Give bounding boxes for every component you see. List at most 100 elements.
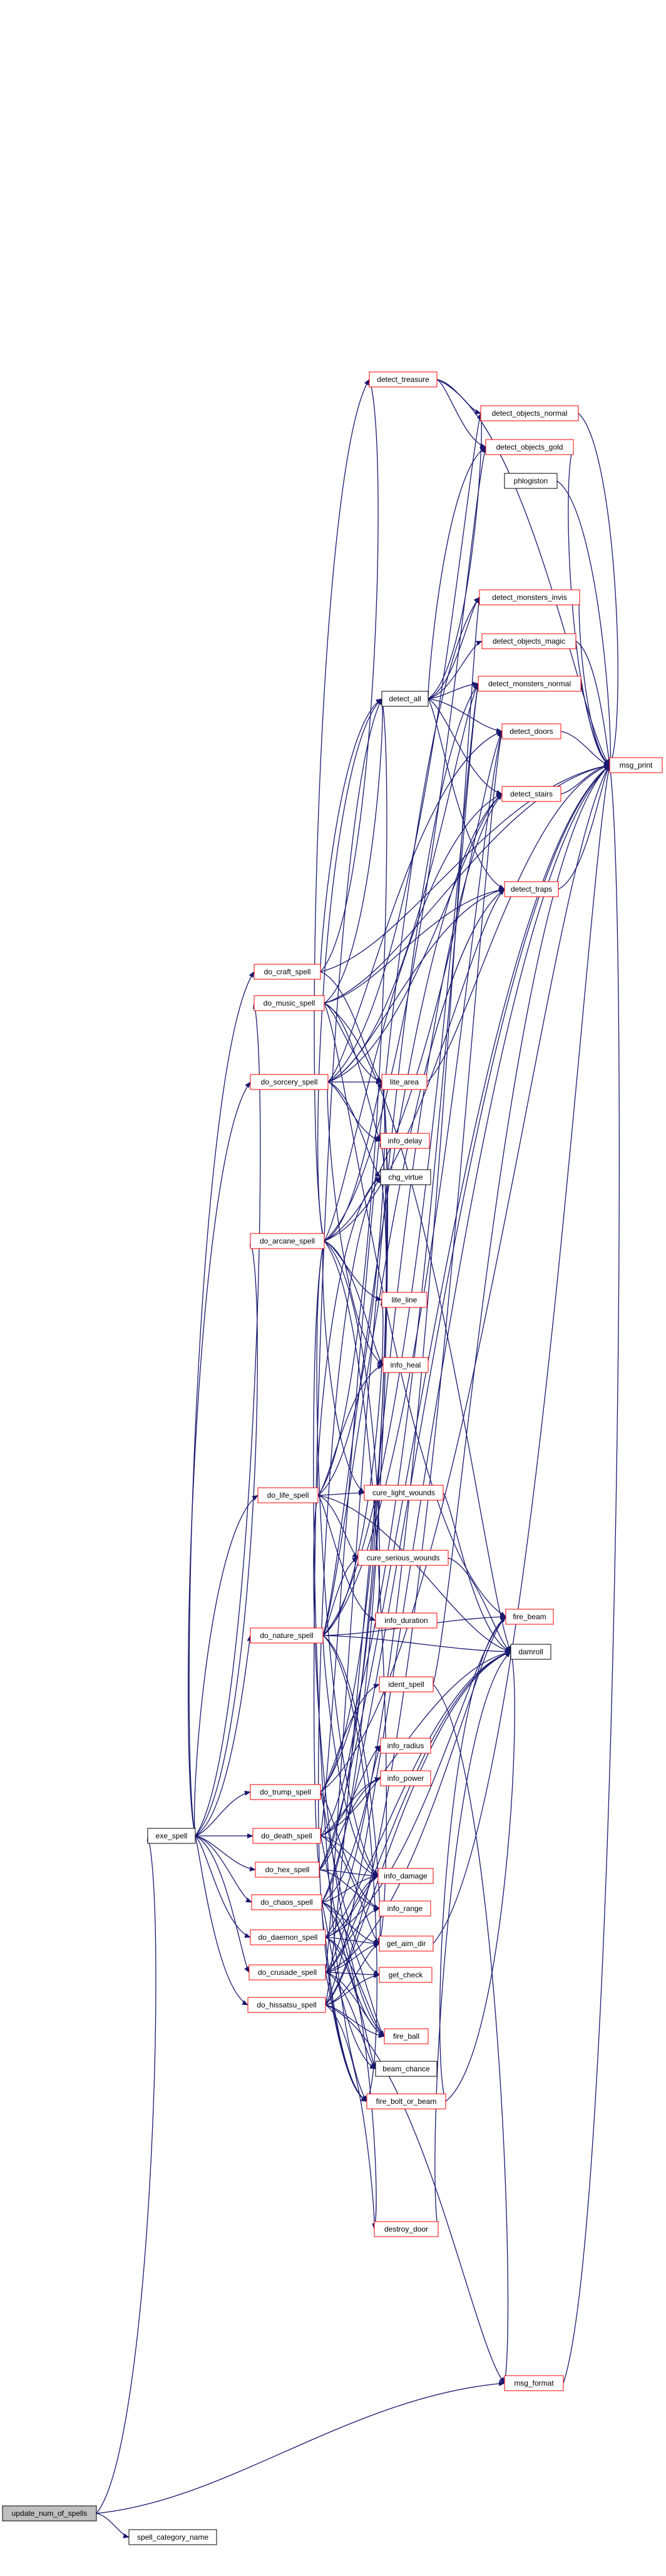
edge-do_crusade_spell-to-damroll (325, 1651, 511, 1973)
node-cure-serious-wounds[interactable]: cure_serious_wounds (357, 1550, 449, 1566)
node-box (381, 1292, 428, 1308)
node-get-aim-dir[interactable]: get_aim_dir (379, 1935, 434, 1952)
node-box (250, 1233, 325, 1249)
edge-fire_bolt_or_beam-to-fire_beam (439, 1616, 506, 2102)
node-lite-area[interactable]: lite_area (381, 1074, 428, 1090)
node-label: detect_objects_normal (492, 409, 568, 418)
node-do-daemon-spell[interactable]: do_daemon_spell (250, 1929, 326, 1945)
node-beam-chance[interactable]: beam_chance (375, 2061, 438, 2077)
node-info-delay[interactable]: info_delay (380, 1133, 430, 1149)
node-box (384, 2028, 429, 2044)
node-lite-line[interactable]: lite_line (381, 1292, 428, 1308)
node-info-power[interactable]: info_power (380, 1770, 431, 1786)
node-do-arcane-spell[interactable]: do_arcane_spell (250, 1233, 325, 1249)
node-label: update_num_of_spells (12, 2509, 88, 2518)
edge-detect_monsters_normal-to-msg_print (580, 683, 610, 766)
node-do-craft-spell[interactable]: do_craft_spell (254, 964, 321, 980)
node-box (128, 2529, 217, 2545)
node-fire-ball[interactable]: fire_ball (384, 2028, 429, 2044)
node-label: detect_stairs (510, 790, 553, 798)
node-detect-monsters-normal[interactable]: detect_monsters_normal (478, 676, 581, 692)
node-fire-bolt-or-beam[interactable]: fire_bolt_or_beam (366, 2093, 446, 2110)
node-destroy-door[interactable]: destroy_door (374, 2221, 439, 2237)
node-detect-objects-gold[interactable]: detect_objects_gold (485, 439, 574, 455)
node-label: do_crusade_spell (258, 1968, 317, 1977)
node-label: get_check (389, 1971, 424, 1979)
node-info-damage[interactable]: info_damage (377, 1868, 434, 1884)
node-box (250, 1929, 326, 1945)
edge-phlogiston-to-msg_print (556, 480, 613, 766)
node-label: destroy_door (384, 2225, 428, 2233)
edge-exe_spell-to-do_arcane_spell (195, 1240, 258, 1837)
node-box (250, 1784, 321, 1800)
node-detect-treasure[interactable]: detect_treasure (369, 371, 438, 388)
edge-do_hissatsu_spell-to-get_aim_dir (325, 1943, 380, 2006)
node-info-duration[interactable]: info_duration (375, 1612, 438, 1629)
node-box (501, 786, 561, 802)
node-label: info_radius (387, 1741, 424, 1750)
node-detect-monsters-invis[interactable]: detect_monsters_invis (479, 589, 580, 605)
node-do-life-spell[interactable]: do_life_spell (257, 1487, 319, 1503)
node-cure-light-wounds[interactable]: cure_light_wounds (364, 1485, 444, 1501)
edge-do_hissatsu_spell-to-detect_doors (325, 731, 504, 2006)
node-ident-spell[interactable]: ident_spell (379, 1676, 434, 1692)
edge-do_sorcery_spell-to-chg_virtue (327, 1081, 381, 1178)
node-label: lite_line (392, 1296, 418, 1304)
node-box (375, 1612, 438, 1629)
node-do-crusade-spell[interactable]: do_crusade_spell (248, 1964, 326, 1981)
node-box (504, 881, 559, 897)
node-label: detect_doors (510, 727, 553, 736)
edge-do_crusade_spell-to-fire_bolt_or_beam (325, 1972, 367, 2102)
node-do-trump-spell[interactable]: do_trump_spell (250, 1784, 321, 1800)
edge-do_music_spell-to-detect_all (324, 698, 386, 1004)
node-phlogiston[interactable]: phlogiston (504, 473, 558, 489)
node-detect-stairs[interactable]: detect_stairs (501, 786, 561, 802)
edge-detect_doors-to-msg_print (560, 731, 610, 766)
node-label: fire_ball (393, 2032, 419, 2041)
node-do-hissatsu-spell[interactable]: do_hissatsu_spell (247, 1997, 326, 2013)
node-detect-doors[interactable]: detect_doors (501, 723, 561, 739)
node-msg-format[interactable]: msg_format (504, 2375, 564, 2391)
node-info-heal[interactable]: info_heal (382, 1357, 429, 1373)
edge-do_chaos_spell-to-fire_ball (321, 1902, 385, 2037)
node-label: detect_objects_gold (496, 443, 563, 451)
edge-do_arcane_spell-to-info_damage (316, 1240, 379, 1877)
node-spell-category-name[interactable]: spell_category_name (128, 2529, 217, 2545)
node-update-num-of-spells[interactable]: update_num_of_spells (2, 2505, 97, 2522)
node-label: detect_monsters_normal (488, 679, 571, 688)
node-layer: update_num_of_spells spell_category_name e… (2, 371, 663, 2545)
node-do-music-spell[interactable]: do_music_spell (254, 995, 325, 1011)
node-box (480, 405, 579, 421)
node-detect-objects-normal[interactable]: detect_objects_normal (480, 405, 579, 421)
node-detect-traps[interactable]: detect_traps (504, 881, 559, 897)
edge-layer (96, 379, 620, 2538)
node-info-radius[interactable]: info_radius (380, 1738, 431, 1754)
edge-detect_treasure-to-detect_objects_gold (436, 379, 486, 448)
node-label: do_death_spell (261, 1832, 312, 1840)
node-damroll[interactable]: damroll (510, 1644, 551, 1660)
edge-detect_all-to-detect_objects_normal (428, 413, 484, 699)
node-detect-all[interactable]: detect_all (381, 691, 429, 707)
edge-do_life_spell-to-detect_all (317, 698, 387, 1496)
node-do-death-spell[interactable]: do_death_spell (252, 1828, 321, 1844)
node-detect-objects-magic[interactable]: detect_objects_magic (481, 633, 576, 649)
edge-exe_spell-to-do_music_spell (195, 1002, 261, 1837)
node-msg-print[interactable]: msg_print (609, 757, 663, 773)
edge-do_death_spell-to-chg_virtue (320, 1177, 387, 1837)
node-do-hex-spell[interactable]: do_hex_spell (255, 1862, 320, 1878)
node-label: exe_spell (156, 1832, 188, 1840)
edge-exe_spell-to-do_sorcery_spell (188, 1081, 251, 1837)
node-do-chaos-spell[interactable]: do_chaos_spell (251, 1894, 322, 1910)
edge-do_crusade_spell-to-detect_monsters_normal (325, 683, 479, 1973)
node-do-nature-spell[interactable]: do_nature_spell (250, 1627, 324, 1644)
node-exe-spell[interactable]: exe_spell (147, 1828, 196, 1844)
node-label: msg_print (620, 761, 653, 770)
node-get-check[interactable]: get_check (379, 1967, 433, 1983)
edge-do_life_spell-to-fire_ball (313, 1495, 385, 2037)
edge-detect_all-to-detect_doors (428, 698, 503, 733)
node-info-range[interactable]: info_range (379, 1900, 431, 1917)
node-chg-virtue[interactable]: chg_virtue (380, 1169, 431, 1185)
node-do-sorcery-spell[interactable]: do_sorcery_spell (250, 1074, 329, 1090)
edge-do_craft_spell-to-msg_print (320, 763, 610, 972)
node-fire-beam[interactable]: fire_beam (505, 1609, 554, 1625)
